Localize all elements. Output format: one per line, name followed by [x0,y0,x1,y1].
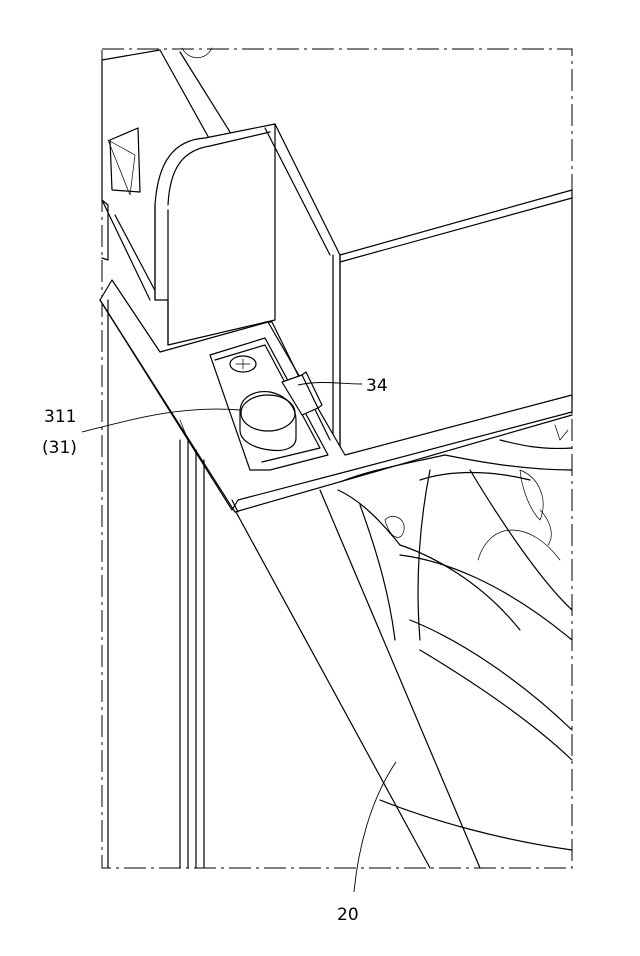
label-311: 311 [44,407,76,427]
drum-housing [338,425,572,850]
pin-311 [240,392,296,451]
label-31: (31) [42,438,77,458]
label-34: 34 [366,376,388,396]
label-20: 20 [337,905,359,925]
leader-20 [354,762,396,892]
screw [230,356,256,372]
diagonal-strut [236,490,480,868]
guide-plate [155,124,340,345]
